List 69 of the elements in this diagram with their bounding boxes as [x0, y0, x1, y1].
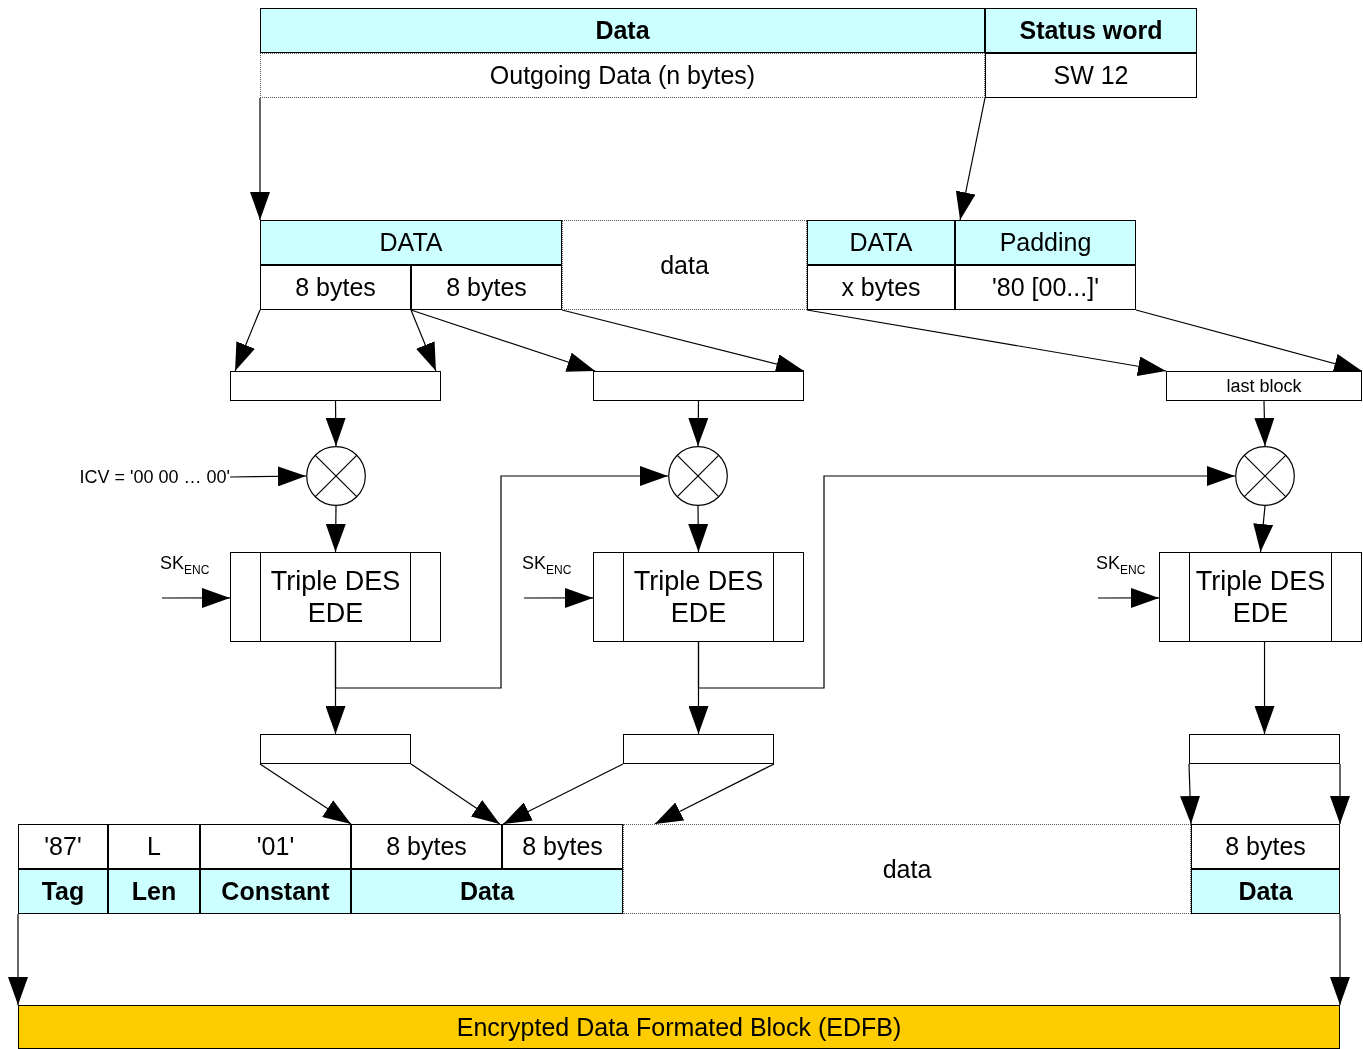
cipher-box: Triple DES EDE [593, 552, 804, 642]
arrow [259, 763, 352, 825]
table-cell: x bytes [807, 265, 955, 310]
arrow [697, 466, 1236, 689]
table-cell: DATA [260, 220, 562, 265]
table-cell: Constant [200, 869, 351, 914]
arrow [1254, 641, 1275, 735]
arrow [688, 505, 709, 553]
key-label: SK$_{ENC}$ [160, 553, 210, 577]
table-cell: 8 bytes [260, 265, 411, 310]
table-cell: Tag [18, 869, 108, 914]
arrow [229, 466, 307, 487]
table-cell: DATA [807, 220, 955, 265]
annotation-text: ICV = '00 00 … 00' [50, 463, 230, 491]
table-cell: 8 bytes [502, 824, 623, 869]
arrow [410, 763, 501, 825]
xor-symbol [1235, 446, 1295, 506]
arrow [1097, 587, 1160, 608]
arrow [8, 913, 28, 1006]
table-cell: Status word [985, 8, 1197, 53]
table-cell: Data [351, 869, 623, 914]
table-cell: Data [260, 8, 985, 53]
table-cell: L [108, 824, 200, 869]
arrow [410, 309, 596, 372]
arrow [161, 587, 231, 608]
arrow [1253, 505, 1274, 553]
arrow [325, 505, 346, 553]
arrow [334, 466, 669, 689]
result-bar: Encrypted Data Formated Block (EDFB) [18, 1005, 1340, 1049]
arrow [1135, 309, 1363, 374]
arrow [955, 97, 986, 221]
table-cell: 8 bytes [411, 265, 562, 310]
table-cell: data [562, 220, 807, 310]
table-cell: '80 [00...]' [955, 265, 1136, 310]
xor-symbol [668, 446, 728, 506]
table-cell: 8 bytes [1191, 824, 1340, 869]
data-block-box [1189, 734, 1340, 764]
xor-symbol [306, 446, 366, 506]
data-block-box [230, 371, 441, 401]
arrow [250, 97, 270, 221]
data-block-box [623, 734, 774, 764]
arrow [502, 763, 624, 825]
key-label: SK$_{ENC}$ [522, 553, 572, 577]
arrow [1180, 763, 1201, 825]
arrow [688, 400, 709, 447]
table-cell: Data [1191, 869, 1340, 914]
arrow [1330, 763, 1350, 825]
arrow [654, 763, 775, 825]
cipher-box: Triple DES EDE [230, 552, 441, 642]
arrow [1330, 913, 1350, 1006]
table-cell: data [623, 824, 1191, 914]
arrow [410, 309, 437, 372]
arrow [1254, 400, 1275, 447]
table-cell: SW 12 [985, 53, 1197, 98]
arrow [325, 400, 346, 447]
arrow [234, 309, 261, 372]
table-cell: Outgoing Data (n bytes) [260, 53, 985, 98]
data-block-box [593, 371, 804, 401]
table-cell: '87' [18, 824, 108, 869]
arrow [561, 309, 805, 374]
table-cell: Len [108, 869, 200, 914]
data-block-box [260, 734, 411, 764]
key-label: SK$_{ENC}$ [1096, 553, 1146, 577]
table-cell: Padding [955, 220, 1136, 265]
table-cell: '01' [200, 824, 351, 869]
table-cell: 8 bytes [351, 824, 502, 869]
data-block-box: last block [1166, 371, 1362, 401]
cipher-box: Triple DES EDE [1159, 552, 1362, 642]
arrow [523, 587, 594, 608]
